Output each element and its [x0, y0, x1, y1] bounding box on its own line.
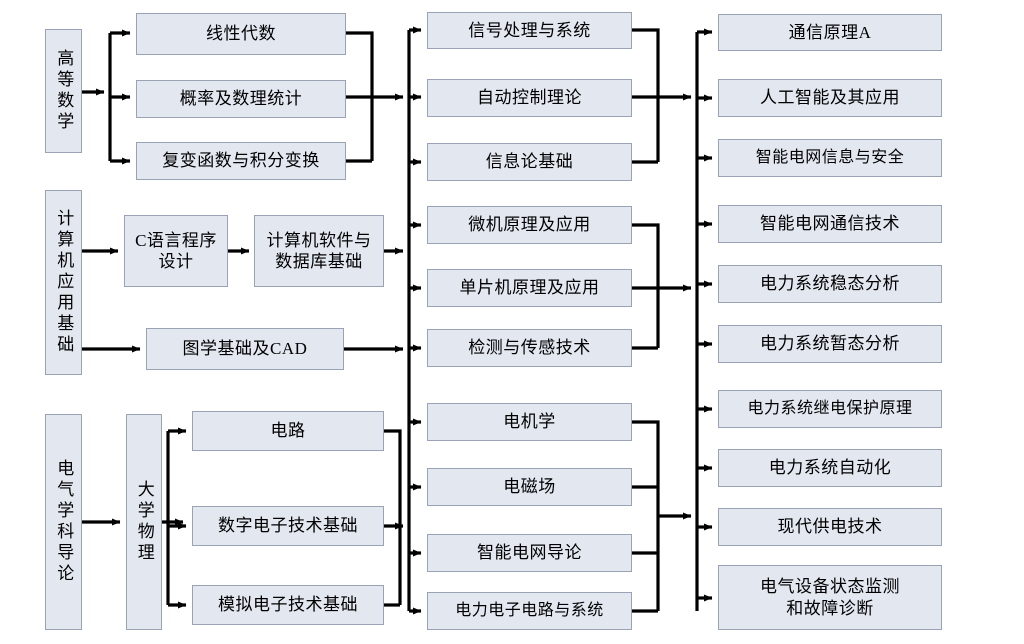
node-tongxin-yuanli-a[interactable]: 通信原理A	[718, 14, 942, 51]
node-dianli-xitong-zidonghua[interactable]: 电力系统自动化	[718, 449, 942, 487]
node-moni-dianzi-jishu-jichu[interactable]: 模拟电子技术基础	[192, 585, 384, 625]
node-zhineng-dianwang-tongxin-jishu[interactable]: 智能电网通信技术	[718, 205, 942, 243]
node-dianqi-xueke-daolun[interactable]: 电气学科导论	[45, 414, 82, 630]
node-danpianji-yuanli-ji-yingyong[interactable]: 单片机原理及应用	[427, 269, 632, 307]
node-jisuanji-ruanjian-yu-shujuku-jichu[interactable]: 计算机软件与 数据库基础	[254, 215, 384, 287]
node-zhineng-dianwang-daolun[interactable]: 智能电网导论	[427, 534, 632, 572]
node-gailv-ji-shuli-tongji[interactable]: 概率及数理统计	[136, 80, 346, 118]
node-xinhao-chuli-yu-xitong[interactable]: 信号处理与系统	[427, 12, 632, 49]
node-c-yuyan-chengxu-sheji[interactable]: C语言程序 设计	[124, 215, 228, 287]
node-diancichang[interactable]: 电磁场	[427, 468, 632, 506]
node-dianli-xitong-jidian-baohu-yuanli[interactable]: 电力系统继电保护原理	[718, 390, 942, 428]
node-dianlu[interactable]: 电路	[192, 411, 384, 451]
node-dianjixue[interactable]: 电机学	[427, 403, 632, 441]
node-rengong-zhineng-ji-qi-yingyong[interactable]: 人工智能及其应用	[718, 79, 942, 117]
node-jiance-yu-chuangan-jishu[interactable]: 检测与传感技术	[427, 329, 632, 367]
node-jisuanji-yingyong-jichu[interactable]: 计算机应用基础	[45, 190, 82, 375]
node-tuxue-jichu-ji-cad[interactable]: 图学基础及CAD	[146, 328, 344, 370]
node-gaodengshuxue[interactable]: 高等数学	[45, 29, 82, 153]
node-dianli-xitong-wentai-fenxi[interactable]: 电力系统稳态分析	[718, 265, 942, 303]
node-xinxilun-jichu[interactable]: 信息论基础	[427, 143, 632, 181]
node-xianxing-daishu[interactable]: 线性代数	[136, 13, 346, 55]
node-zidong-kongzhi-lilun[interactable]: 自动控制理论	[427, 79, 632, 117]
node-zhineng-dianwang-xinxi-yu-anquan[interactable]: 智能电网信息与安全	[718, 139, 942, 177]
node-dianqi-shebei-zhuangtai-jiance-he-guzhang-zhenduan[interactable]: 电气设备状态监测 和故障诊断	[718, 565, 942, 630]
node-dianli-xitong-zantai-fenxi[interactable]: 电力系统暂态分析	[718, 325, 942, 363]
node-dianli-dianzi-dianlu-yu-xitong[interactable]: 电力电子电路与系统	[427, 592, 632, 630]
node-shuzi-dianzi-jishu-jichu[interactable]: 数字电子技术基础	[192, 506, 384, 546]
node-fubian-hanshu-yu-jifen-bianhuan[interactable]: 复变函数与积分变换	[136, 142, 346, 180]
node-weiji-yuanli-ji-yingyong[interactable]: 微机原理及应用	[427, 206, 632, 244]
node-xiandai-gongdian-jishu[interactable]: 现代供电技术	[718, 508, 942, 546]
node-daxue-wuli[interactable]: 大学物理	[126, 414, 162, 630]
